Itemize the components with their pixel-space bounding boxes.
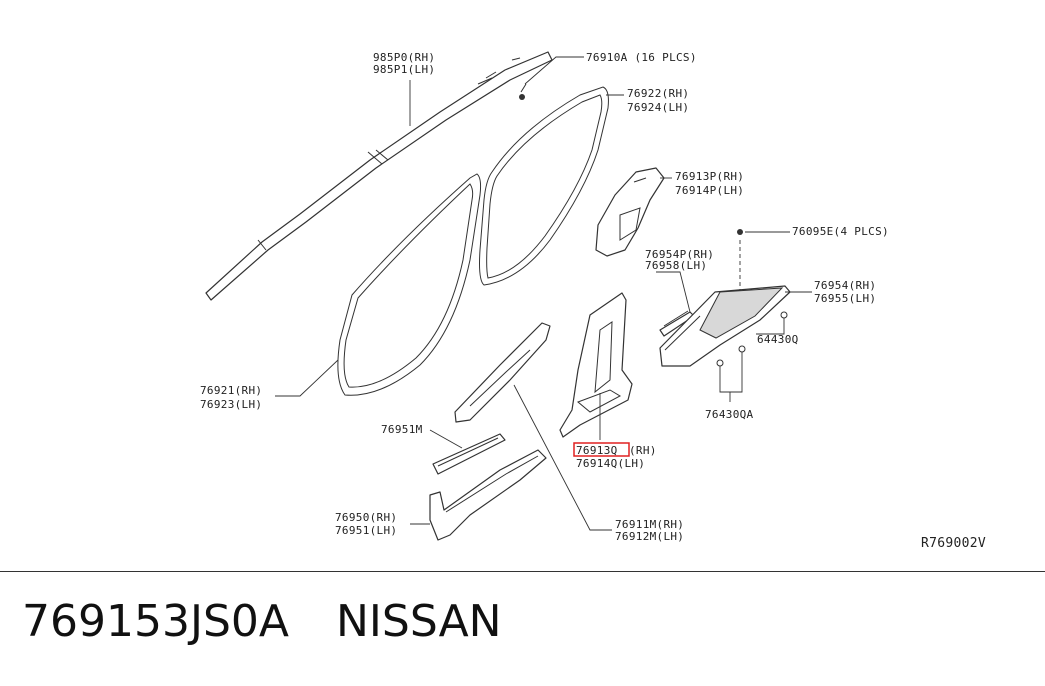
label-76954: 76954(RH) — [814, 279, 876, 292]
kicking-plate-76954 — [659, 285, 791, 367]
label-76912m: 76912M(LH) — [615, 530, 684, 543]
roof-rail-985p0 — [205, 51, 553, 301]
label-76922: 76922(RH) — [627, 87, 689, 100]
label-76958: 76958(LH) — [645, 259, 707, 272]
step-plate-76951m — [432, 433, 506, 475]
pillar-garnish-76913p — [595, 167, 665, 257]
brand-name: NISSAN — [336, 596, 502, 647]
label-76954p: 76954P(RH) — [645, 248, 714, 261]
label-76911m: 76911M(RH) — [615, 518, 684, 531]
clip-76095e — [737, 229, 743, 290]
label-76955: 76955(LH) — [814, 292, 876, 305]
kicking-plate-76950 — [429, 449, 547, 541]
label-76951: 76951(LH) — [335, 524, 397, 537]
label-76951m: 76951M — [381, 423, 423, 436]
label-76950: 76950(RH) — [335, 511, 397, 524]
label-76913q-part: 76913Q — [576, 444, 618, 457]
label-76914q: 76914Q(LH) — [576, 457, 645, 470]
divider — [0, 571, 1045, 572]
diagram-code: R769002V — [921, 536, 986, 551]
label-64430q: 64430Q — [757, 333, 799, 346]
label-985p0: 985P0(RH) — [373, 51, 435, 64]
weatherstrip-76922 — [479, 86, 609, 286]
weatherstrip-76921 — [337, 173, 482, 396]
label-76913q-side: (RH) — [629, 444, 657, 457]
label-76430qa: 76430QA — [705, 408, 754, 421]
label-76923: 76923(LH) — [200, 398, 262, 411]
part-number: 769153JS0A — [22, 596, 289, 647]
label-76910a: 76910A (16 PLCS) — [586, 51, 697, 64]
label-76921: 76921(RH) — [200, 384, 262, 397]
label-76913p: 76913P(RH) — [675, 170, 744, 183]
pillar-lower-garnish-76913q — [559, 292, 633, 438]
label-76924: 76924(LH) — [627, 101, 689, 114]
clip-76910a — [519, 83, 527, 100]
pillar-garnish-76911m — [454, 322, 551, 423]
highlight-box — [573, 442, 630, 457]
label-76095e: 76095E(4 PLCS) — [792, 225, 889, 238]
label-76914p: 76914P(LH) — [675, 184, 744, 197]
parts-diagram: 985P0(RH) 985P1(LH) 76910A (16 PLCS) 769… — [200, 51, 986, 551]
label-985p1: 985P1(LH) — [373, 63, 435, 76]
leader-lines — [275, 56, 812, 531]
